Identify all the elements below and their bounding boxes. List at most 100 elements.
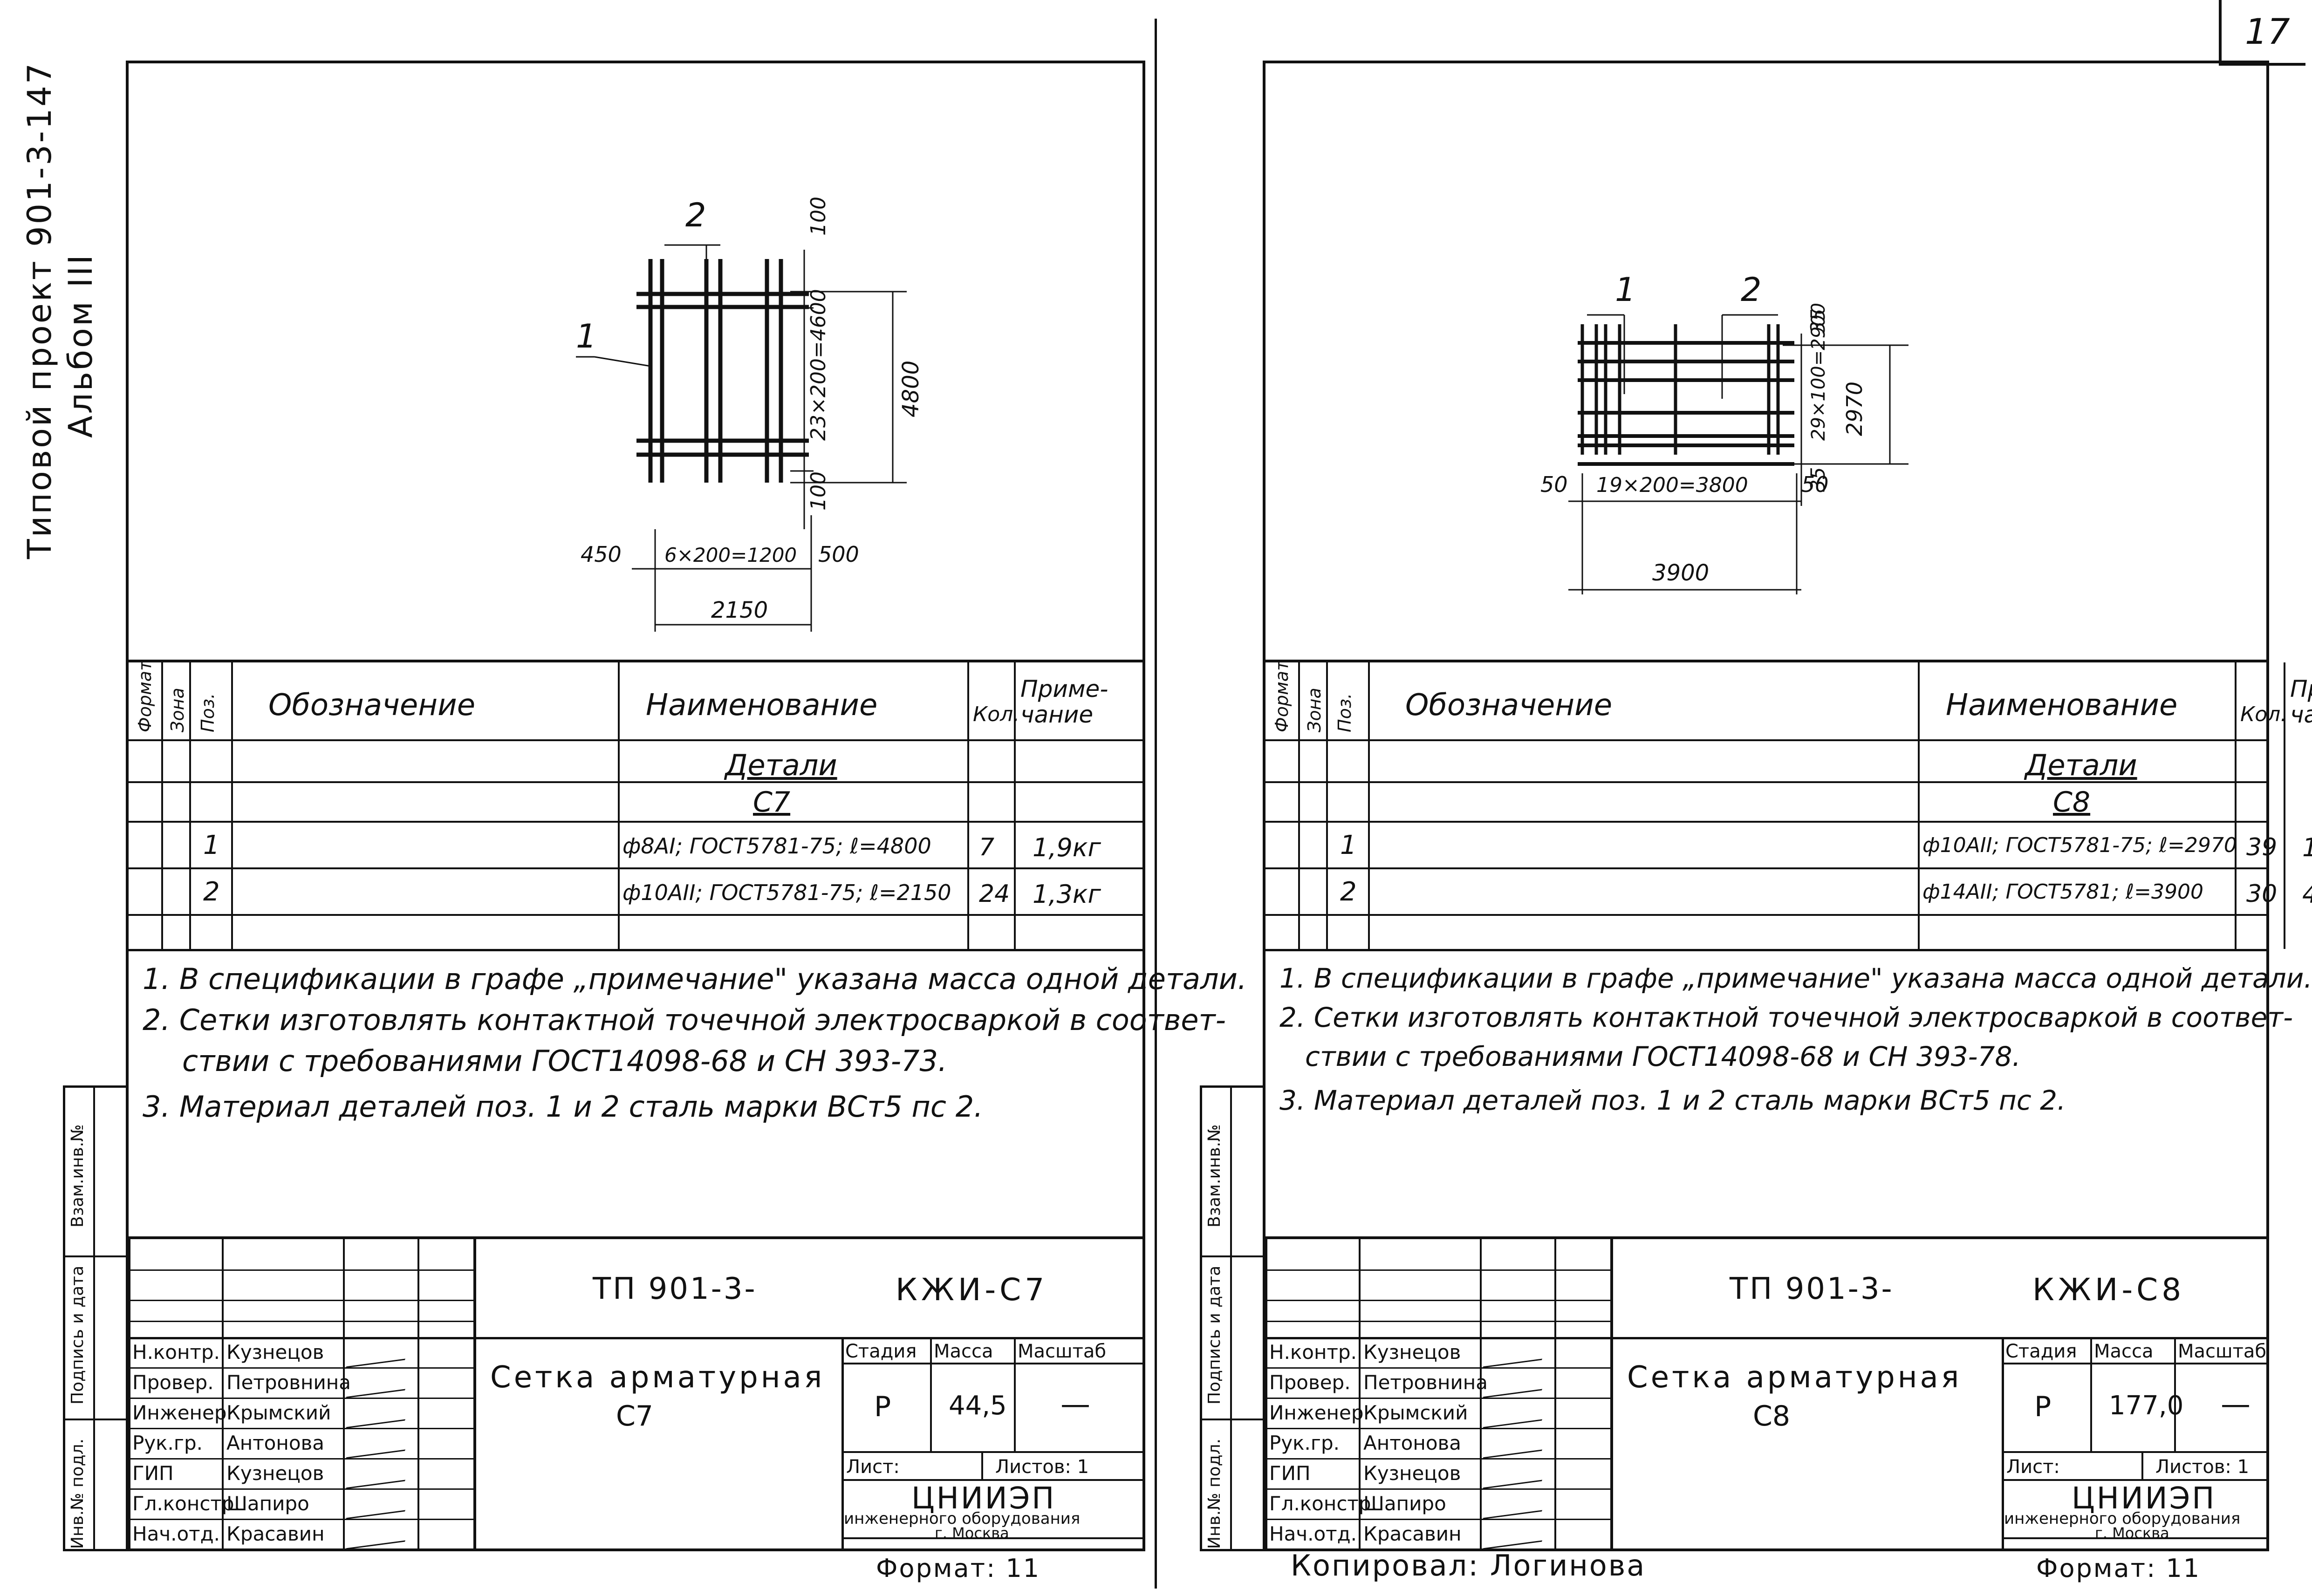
title-line1: Сетка арматурная bbox=[490, 1360, 825, 1395]
stamp-col-line bbox=[2002, 1337, 2004, 1551]
stamp-name: Кузнецов bbox=[226, 1462, 324, 1485]
stamp-row-line bbox=[129, 1428, 473, 1429]
table-row-line bbox=[1265, 867, 2266, 869]
stamp-role: ГИП bbox=[132, 1462, 174, 1485]
stamp-col-line bbox=[930, 1337, 932, 1451]
album-label-line2: Альбом III bbox=[62, 253, 100, 438]
scale-label: Масштаб bbox=[1018, 1341, 1107, 1362]
signature bbox=[1483, 1405, 1547, 1429]
stage-value: Р bbox=[874, 1391, 891, 1423]
org-name: ЦНИИЭП bbox=[911, 1481, 1056, 1516]
notes: 1. В спецификации в графе „примечание" у… bbox=[1279, 965, 2312, 1126]
row-note: 1,3кг bbox=[1033, 880, 1101, 909]
stamp-row-line bbox=[1265, 1428, 1610, 1429]
row-qty: 39 bbox=[2246, 833, 2278, 861]
sheets-count: Листов: 1 bbox=[2155, 1456, 2250, 1478]
stamp-role: Провер. bbox=[1269, 1371, 1351, 1394]
stamp-role: Рук.гр. bbox=[132, 1432, 203, 1454]
scale-value: — bbox=[1060, 1387, 1090, 1422]
stamp-col-line bbox=[2141, 1451, 2143, 1479]
dim-bottom: 35 bbox=[1806, 467, 1829, 492]
doc-code: ТП 901-3- bbox=[1730, 1272, 1894, 1306]
stamp-row-line bbox=[841, 1479, 1142, 1481]
table-row-line bbox=[129, 821, 1142, 823]
stamp-role: Гл.констр. bbox=[1269, 1492, 1377, 1515]
page-number: 17 bbox=[2245, 11, 2290, 52]
stamp-col-line bbox=[473, 1239, 476, 1551]
stamp-name: Антонова bbox=[226, 1432, 324, 1454]
dim-bottom: 100 bbox=[807, 471, 830, 511]
stamp-role: Провер. bbox=[132, 1371, 214, 1394]
stamp-col-line bbox=[222, 1239, 224, 1551]
row-name: ф8АI; ГОСТ5781-75; ℓ=4800 bbox=[622, 833, 931, 859]
format-label: Формат: 11 bbox=[876, 1554, 1041, 1583]
header-note: Приме- чание bbox=[1020, 675, 1108, 728]
stamp-row-line bbox=[1265, 1321, 1610, 1322]
header-qty: Кол. bbox=[2240, 703, 2287, 726]
stamp-role: Нач.отд. bbox=[132, 1522, 220, 1545]
header-designation: Обозначение bbox=[268, 688, 476, 723]
stamp-col-line bbox=[981, 1451, 983, 1479]
signature bbox=[346, 1375, 410, 1398]
stamp-row-line bbox=[841, 1451, 1142, 1453]
side-stamp-label: Взам.инв.№ bbox=[1205, 1124, 1224, 1228]
format-label: Формат: 11 bbox=[2036, 1554, 2201, 1583]
table-row-line bbox=[1265, 914, 2266, 916]
header-format: Формат bbox=[1272, 660, 1292, 732]
stamp-name: Кузнецов bbox=[226, 1341, 324, 1364]
stamp-col-line bbox=[2174, 1337, 2176, 1451]
dim-total-v: 2970 bbox=[1842, 382, 1867, 436]
stamp-name: Кузнецов bbox=[1363, 1462, 1461, 1485]
mass-value: 177,0 bbox=[2109, 1391, 2184, 1421]
stamp-row-line bbox=[1265, 1300, 1610, 1301]
signature bbox=[346, 1344, 410, 1368]
org-dept: инженерного оборудования bbox=[2004, 1509, 2241, 1528]
page-number-box: 17 bbox=[2219, 0, 2305, 66]
stamp-name: Петровнина bbox=[1363, 1371, 1488, 1394]
doc-mark: КЖИ-С8 bbox=[2032, 1272, 2185, 1308]
table-col-line bbox=[231, 662, 233, 949]
header-pos: Поз. bbox=[1334, 693, 1355, 732]
stamp-row-line bbox=[1265, 1337, 2266, 1339]
stamp-row-line bbox=[129, 1367, 473, 1369]
signature bbox=[346, 1466, 410, 1489]
album-label-line1: Типовой проект 901-3-147 bbox=[21, 61, 59, 559]
stamp-name: Антонова bbox=[1363, 1432, 1461, 1454]
stamp-row-line bbox=[841, 1537, 1142, 1539]
stamp-row-line bbox=[129, 1458, 473, 1460]
side-divider bbox=[1230, 1088, 1232, 1549]
table-row-line bbox=[1265, 781, 2266, 783]
org-city: г. Москва bbox=[2095, 1524, 2169, 1542]
dim-total-h: 2150 bbox=[711, 597, 768, 623]
table-col-line bbox=[1918, 662, 1920, 949]
stamp-role: Нач.отд. bbox=[1269, 1522, 1357, 1545]
row-pos: 2 bbox=[1340, 877, 1357, 907]
row-note: 1,9кг bbox=[1033, 833, 1101, 862]
table-row-line bbox=[129, 781, 1142, 783]
side-divider bbox=[93, 1088, 95, 1549]
side-row-line bbox=[1202, 1419, 1263, 1420]
stamp-role: ГИП bbox=[1269, 1462, 1311, 1485]
sheet-label: Лист: bbox=[2006, 1456, 2060, 1478]
table-col-line bbox=[1326, 662, 1328, 949]
subsection-title: С8 bbox=[2053, 786, 2091, 818]
table-col-line bbox=[161, 662, 163, 949]
section-title: Детали bbox=[2025, 748, 2137, 782]
table-col-line bbox=[967, 662, 969, 949]
note-line: 2. Сетки изготовлять контактной точечной… bbox=[1279, 1002, 2293, 1033]
notes: 1. В спецификации в графе „примечание" у… bbox=[143, 965, 1247, 1133]
table-col-line bbox=[2235, 662, 2237, 949]
stamp-col-line bbox=[417, 1239, 419, 1551]
header-format: Формат bbox=[135, 660, 155, 732]
stamp-name: Шапиро bbox=[1363, 1492, 1446, 1515]
stamp-role: Инженер bbox=[1269, 1401, 1364, 1424]
stamp-col-line bbox=[1554, 1239, 1556, 1551]
dim-top: 100 bbox=[807, 197, 830, 236]
dim-total-v: 4800 bbox=[898, 361, 924, 417]
dim-left: 450 bbox=[581, 542, 622, 567]
stamp-row-line bbox=[1265, 1519, 1610, 1520]
title-line2: С7 bbox=[616, 1400, 654, 1432]
